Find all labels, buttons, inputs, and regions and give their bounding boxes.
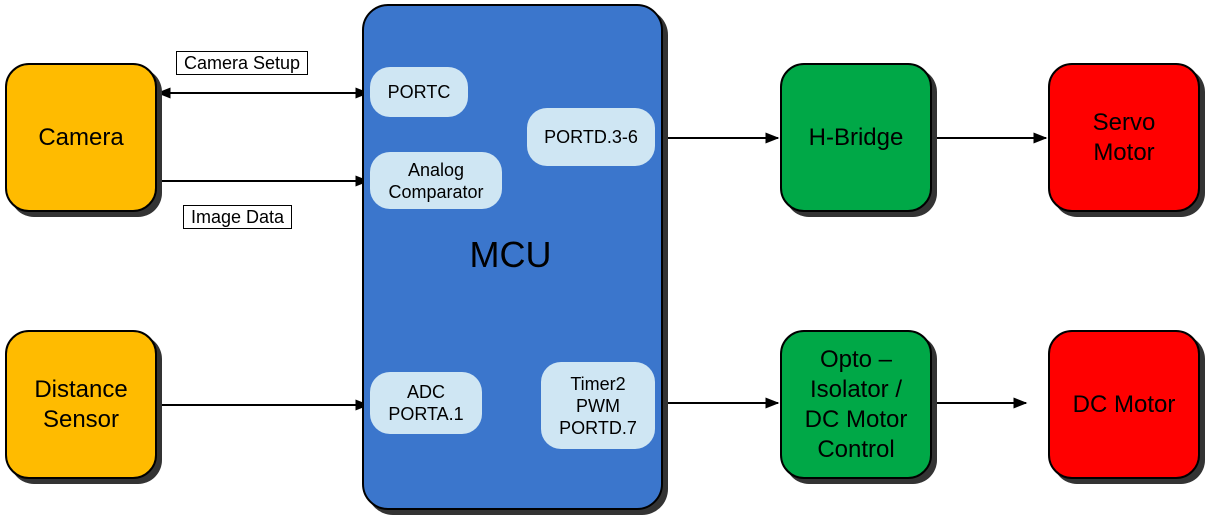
h-bridge-label: H-Bridge: [808, 123, 904, 151]
mcu-title: MCU: [469, 234, 552, 275]
camera-setup-tag: Camera Setup: [176, 51, 309, 75]
analog-comparator-line2: Comparator: [388, 181, 484, 202]
analog-comparator-line1: Analog: [407, 159, 465, 180]
portd-3-6-label: PORTD.3-6: [544, 127, 638, 147]
portc-label: PORTC: [387, 82, 451, 102]
opto-line3: DC Motor: [804, 405, 908, 433]
image-data-tag: Image Data: [183, 205, 293, 229]
analog-comparator-port: Analog Comparator: [370, 152, 502, 209]
camera-label: Camera: [38, 123, 124, 151]
distance-sensor-label-line2: Sensor: [42, 405, 120, 433]
servo-motor-line1: Servo: [1092, 108, 1156, 136]
timer2-port: Timer2 PWM PORTD.7: [541, 362, 655, 449]
opto-line2: Isolator /: [809, 375, 903, 403]
opto-line1: Opto –: [819, 345, 893, 373]
timer2-line1: Timer2: [570, 373, 626, 394]
servo-motor-line2: Motor: [1093, 138, 1155, 166]
opto-line4: Control: [817, 435, 895, 463]
adc-port: ADC PORTA.1: [370, 372, 482, 434]
servo-motor-block: Servo Motor: [1048, 63, 1200, 212]
timer2-line3: PORTD.7: [559, 417, 637, 438]
camera-block: Camera: [5, 63, 157, 212]
adc-line2: PORTA.1: [388, 404, 464, 424]
portc-port: PORTC: [370, 67, 468, 117]
h-bridge-block: H-Bridge: [780, 63, 932, 212]
portd-3-6-port: PORTD.3-6: [527, 108, 655, 166]
adc-line1: ADC: [406, 382, 445, 402]
opto-isolator-block: Opto – Isolator / DC Motor Control: [780, 330, 932, 479]
timer2-line2: PWM: [576, 395, 620, 416]
distance-sensor-block: Distance Sensor: [5, 330, 157, 479]
dc-motor-block: DC Motor: [1048, 330, 1200, 479]
dc-motor-label: DC Motor: [1072, 390, 1176, 418]
distance-sensor-label-line1: Distance: [34, 375, 128, 403]
